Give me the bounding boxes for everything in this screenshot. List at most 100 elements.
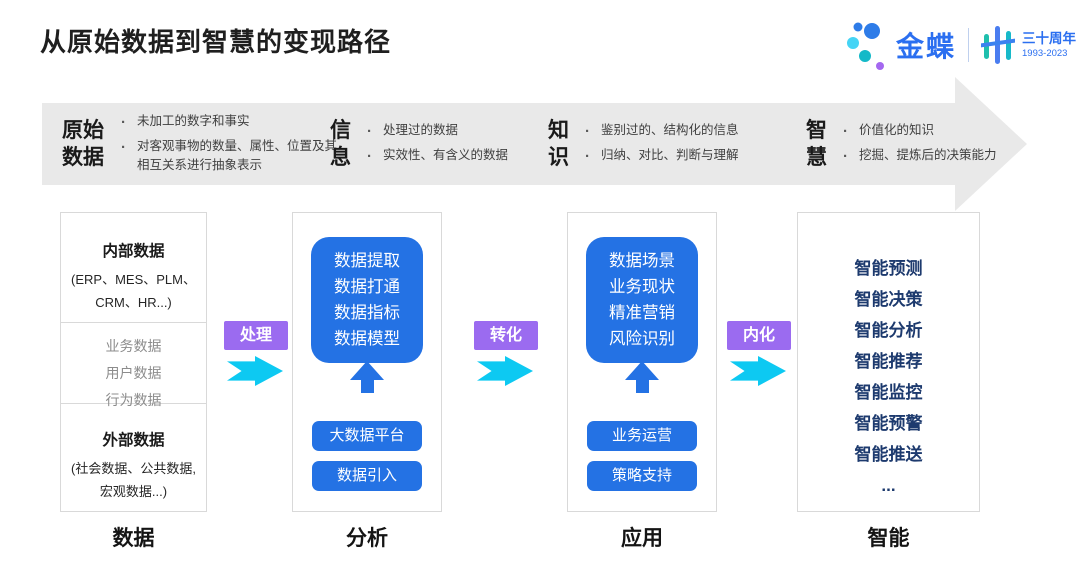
up-arrow-head	[625, 361, 659, 380]
process-line: 数据提取	[334, 252, 400, 270]
right-arrow-icon	[227, 356, 283, 386]
up-arrow-icon	[625, 361, 659, 393]
intelligence-list: 智能预测 智能决策 智能分析 智能推荐 智能监控 智能预警 智能推送 ...	[798, 213, 979, 501]
stage-point-text: 归纳、对比、判断与理解	[601, 147, 739, 162]
flow-transform: 转化	[474, 321, 538, 386]
stage-information: 信息 · 处理过的数据 · 实效性、有含义的数据	[330, 103, 563, 185]
anniversary-label: 三十周年	[1022, 30, 1077, 46]
stage-point-text: 未加工的数字和事实	[137, 114, 250, 129]
platform-pill: 数据引入	[312, 461, 422, 491]
process-line: 数据场景	[609, 252, 675, 270]
column-label-analysis: 分析	[346, 527, 388, 550]
capability-item: 智能推荐	[854, 352, 923, 371]
process-line: 风险识别	[609, 330, 675, 348]
stage-point: · 对客观事物的数量、属性、位置及其相互关系进行抽象表示	[121, 137, 337, 176]
process-line: 业务现状	[609, 278, 675, 296]
analysis-process-box: 数据提取 数据打通 数据指标 数据模型	[311, 237, 423, 363]
section-desc: (社会数据、公共数据, 宏观数据...)	[71, 461, 196, 499]
stage-name: 知识	[548, 118, 569, 169]
logo-divider	[968, 28, 970, 62]
bullet-dot-icon: ·	[843, 147, 848, 165]
platform-pill: 策略支持	[587, 461, 697, 491]
bullet-dot-icon: ·	[843, 122, 848, 140]
stage-point: · 实效性、有含义的数据	[367, 146, 563, 168]
stage-raw-data: 原始数据 · 未加工的数字和事实 · 对客观事物的数量、属性、位置及其相互关系进…	[62, 103, 337, 185]
flow-internalize: 内化	[727, 321, 791, 386]
right-arrow-icon	[477, 356, 533, 386]
stage-point: · 处理过的数据	[367, 121, 563, 143]
up-arrow-icon	[350, 361, 384, 393]
flow-badge: 内化	[727, 321, 791, 350]
application-box: 数据场景 业务现状 精准营销 风险识别 业务运营 策略支持	[567, 212, 717, 512]
platform-pill: 大数据平台	[312, 421, 422, 451]
application-process-box: 数据场景 业务现状 精准营销 风险识别	[586, 237, 698, 363]
stage-point-text: 挖掘、提炼后的决策能力	[859, 147, 997, 162]
data-type-item: 行为数据	[105, 392, 162, 408]
stage-points: · 价值化的知识 · 挖掘、提炼后的决策能力	[843, 121, 1044, 168]
intelligence-box: 智能预测 智能决策 智能分析 智能推荐 智能监控 智能预警 智能推送 ...	[797, 212, 980, 512]
logo-dots-icon	[847, 22, 884, 70]
platform-pill: 业务运营	[587, 421, 697, 451]
up-arrow-head	[350, 361, 384, 380]
bullet-dot-icon: ·	[585, 122, 590, 140]
column-label-data: 数据	[112, 527, 155, 550]
analysis-box: 数据提取 数据打通 数据指标 数据模型 大数据平台 数据引入	[292, 212, 442, 512]
bullet-dot-icon: ·	[367, 122, 372, 140]
section-title: 外部数据	[102, 432, 165, 449]
bullet-dot-icon: ·	[367, 147, 372, 165]
capability-item: 智能预测	[854, 259, 923, 278]
capability-item: 智能监控	[854, 383, 923, 402]
section-title: 内部数据	[102, 243, 165, 260]
process-line: 数据模型	[334, 330, 400, 348]
process-line: 精准营销	[609, 304, 675, 322]
column-label-intelligence: 智能	[867, 527, 910, 550]
stage-point-text: 实效性、有含义的数据	[383, 147, 509, 162]
anniversary-mark-icon	[981, 26, 1016, 64]
internal-data-section: 内部数据 (ERP、MES、PLM、 CRM、HR...)	[61, 213, 206, 323]
bullet-dot-icon: ·	[121, 139, 126, 156]
section-desc: (ERP、MES、PLM、 CRM、HR...)	[71, 272, 196, 310]
page-title: 从原始数据到智慧的变现路径	[40, 27, 392, 57]
stage-name: 智慧	[806, 118, 827, 169]
stage-points: · 未加工的数字和事实 · 对客观事物的数量、属性、位置及其相互关系进行抽象表示	[121, 112, 337, 176]
anniversary-years: 1993-2023	[1022, 47, 1068, 59]
data-sources-box: 内部数据 (ERP、MES、PLM、 CRM、HR...) 业务数据 用户数据 …	[60, 212, 207, 512]
capability-item-more: ...	[881, 476, 896, 495]
capability-item: 智能决策	[854, 290, 923, 309]
banner-arrow: 原始数据 · 未加工的数字和事实 · 对客观事物的数量、属性、位置及其相互关系进…	[42, 77, 1027, 211]
flow-process: 处理	[224, 321, 288, 386]
brand-name: 金蝶	[896, 31, 957, 62]
bullet-dot-icon: ·	[121, 114, 126, 132]
right-arrow-icon	[730, 356, 786, 386]
stage-name: 信息	[330, 118, 351, 169]
stage-point-text: 处理过的数据	[383, 122, 459, 137]
bullet-dot-icon: ·	[585, 147, 590, 165]
stage-point-text: 价值化的知识	[859, 122, 935, 137]
kingdee-logo: 金蝶 三十周年 1993-2023	[846, 16, 1076, 74]
anniversary-text: 三十周年 1993-2023	[1022, 31, 1076, 60]
up-arrow-stem	[360, 380, 374, 393]
stage-point-text: 鉴别过的、结构化的信息	[601, 122, 739, 137]
stage-knowledge: 知识 · 鉴别过的、结构化的信息 · 归纳、对比、判断与理解	[548, 103, 801, 185]
stage-point: · 归纳、对比、判断与理解	[585, 146, 801, 168]
stage-point: · 价值化的知识	[843, 121, 1044, 143]
stage-point: · 鉴别过的、结构化的信息	[585, 121, 801, 143]
stage-point: · 挖掘、提炼后的决策能力	[843, 146, 1044, 168]
capability-item: 智能预警	[854, 414, 923, 433]
middle-data-section: 业务数据 用户数据 行为数据	[61, 323, 206, 408]
stage-point-text: 对客观事物的数量、属性、位置及其相互关系进行抽象表示	[137, 139, 338, 173]
column-label-application: 应用	[621, 527, 663, 550]
stage-points: · 处理过的数据 · 实效性、有含义的数据	[367, 121, 563, 168]
flow-badge: 处理	[224, 321, 288, 350]
capability-item: 智能推送	[854, 445, 923, 464]
up-arrow-stem	[635, 380, 649, 393]
stage-wisdom: 智慧 · 价值化的知识 · 挖掘、提炼后的决策能力	[806, 103, 1044, 185]
data-type-item: 业务数据	[105, 338, 162, 354]
process-line: 数据指标	[334, 304, 400, 322]
stage-name: 原始数据	[62, 118, 104, 169]
flow-badge: 转化	[474, 321, 538, 350]
stage-points: · 鉴别过的、结构化的信息 · 归纳、对比、判断与理解	[585, 121, 801, 168]
external-data-section: 外部数据 (社会数据、公共数据, 宏观数据...)	[61, 404, 206, 504]
stage-point: · 未加工的数字和事实	[121, 112, 337, 134]
